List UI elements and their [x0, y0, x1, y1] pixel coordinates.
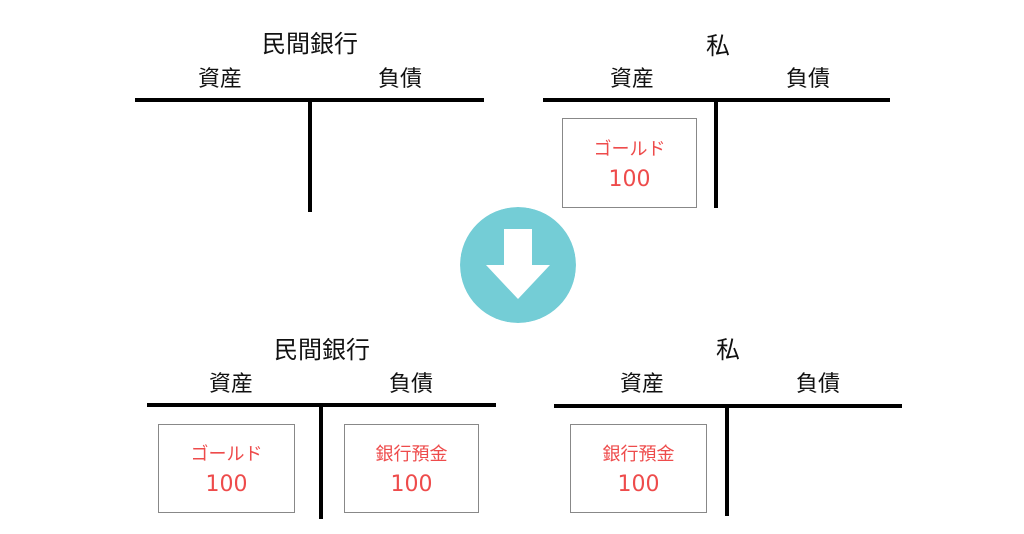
after-bank-title: 民間銀行 — [274, 336, 370, 364]
before-me-asset-entry: ゴールド 100 — [562, 118, 697, 208]
after-me-t-vertical — [725, 404, 729, 516]
entry-value: 100 — [390, 472, 433, 497]
entry-value: 100 — [617, 472, 660, 497]
after-bank-asset-entry: ゴールド 100 — [158, 424, 295, 513]
entry-name: 銀行預金 — [602, 444, 675, 465]
after-me-asset-entry: 銀行預金 100 — [570, 424, 707, 513]
entry-name: ゴールド — [593, 138, 666, 160]
after-me-liabilities-label: 負債 — [795, 372, 841, 397]
arrow-down-icon — [460, 207, 576, 323]
before-bank-title: 民間銀行 — [262, 30, 358, 58]
before-me-liabilities-label: 負債 — [785, 67, 831, 92]
before-me-t-vertical — [714, 98, 718, 208]
after-bank-assets-label: 資産 — [208, 372, 254, 397]
after-me-assets-label: 資産 — [619, 372, 665, 397]
entry-value: 100 — [205, 472, 248, 497]
after-me-title: 私 — [716, 336, 740, 364]
entry-name: 銀行預金 — [375, 444, 448, 465]
before-bank-liabilities-label: 負債 — [377, 67, 423, 92]
before-bank-t-vertical — [308, 98, 312, 212]
after-bank-liabilities-label: 負債 — [388, 372, 434, 397]
before-me-assets-label: 資産 — [609, 67, 655, 92]
after-bank-liability-entry: 銀行預金 100 — [344, 424, 479, 513]
before-bank-assets-label: 資産 — [197, 67, 243, 92]
before-me-title: 私 — [706, 32, 730, 60]
entry-value: 100 — [608, 166, 651, 192]
entry-name: ゴールド — [190, 444, 263, 465]
after-bank-t-vertical — [319, 403, 323, 519]
